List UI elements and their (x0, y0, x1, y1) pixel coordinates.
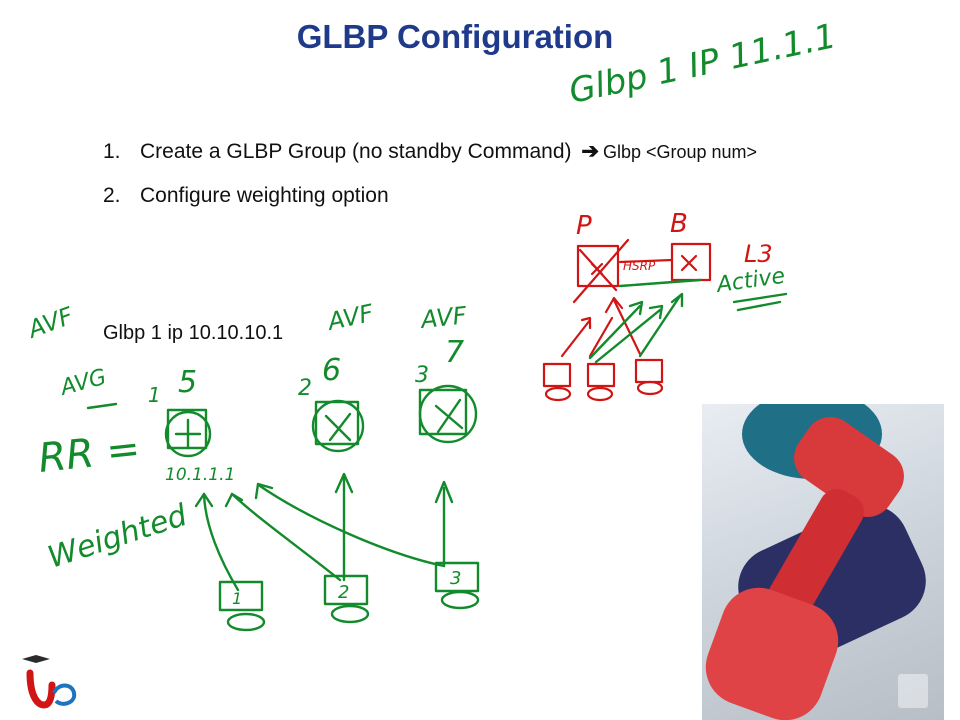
bullet-item-1: 1. Create a GLBP Group (no standby Comman… (103, 139, 757, 184)
right-arrow-icon: ➔ (581, 140, 599, 163)
weight-value: 5 (178, 365, 197, 400)
bullet-number: 1. (103, 140, 121, 163)
host-icon (218, 580, 266, 632)
dumbbell-illustration (705, 404, 926, 720)
handwritten-avf-label: AVF (23, 301, 78, 344)
brand-watermark (898, 674, 928, 708)
router-number: 2 (298, 376, 312, 401)
host-icon (434, 561, 480, 610)
config-command-line: Glbp 1 ip 10.10.10.1 (103, 322, 284, 344)
router-icon (311, 399, 365, 453)
avg-underline (86, 402, 118, 410)
hsrp-routers (572, 238, 712, 304)
bullet-list: 1. Create a GLBP Group (no standby Comman… (103, 139, 757, 229)
active-label: Active (713, 264, 786, 299)
handwritten-rr-label: RR = (36, 426, 142, 482)
backup-label: B (670, 209, 688, 239)
slide-title: GLBP Configuration (296, 18, 614, 55)
layer3-label: L3 (744, 240, 773, 268)
bullet-text: Create a GLBP Group (no standby Command) (140, 140, 572, 163)
active-underline (732, 292, 788, 312)
host-label: 3 (450, 568, 461, 589)
handwritten-avg-label: AVG (56, 365, 109, 402)
bullet-text: Configure weighting option (140, 184, 389, 207)
router-icon (164, 408, 212, 458)
router-number: 1 (148, 383, 161, 407)
weight-value: 6 (322, 353, 341, 388)
dumbbell-photo (702, 404, 944, 720)
traffic-arrows (194, 472, 454, 592)
bullet-number: 2. (103, 184, 121, 207)
router-ip-label: 10.1.1.1 (165, 465, 235, 485)
router-number: 3 (415, 363, 429, 388)
handwritten-weighted-label: Weighted (44, 498, 192, 576)
hsrp-hosts (542, 358, 664, 402)
host-label: 1 (232, 589, 242, 608)
router-icon (418, 384, 478, 444)
handwritten-avf-label: AVF (418, 301, 469, 334)
hsrp-arrows (560, 292, 684, 364)
host-icon (323, 574, 370, 624)
bullet-item-2: 2. Configure weighting option (103, 184, 757, 229)
command-text: Glbp <Group num> (602, 142, 758, 162)
hsrp-label: HSRP (623, 259, 656, 273)
primary-label: P (576, 211, 592, 241)
weight-value: 7 (445, 335, 464, 370)
handwritten-top-command: Glbp 1 IP 11.1.1 (566, 16, 840, 112)
udemy-style-logo (22, 655, 77, 709)
handwritten-avf-label: AVF (323, 299, 376, 337)
host-label: 2 (338, 582, 349, 603)
